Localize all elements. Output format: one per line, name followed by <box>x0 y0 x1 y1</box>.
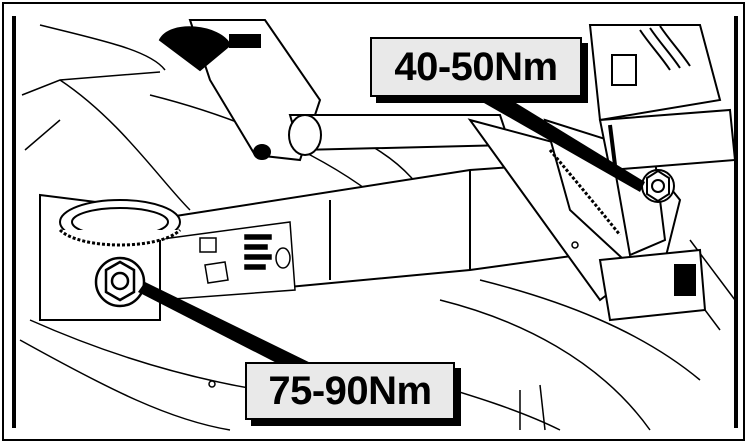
small-ring-left <box>208 380 216 388</box>
lower-leader-line <box>138 282 325 375</box>
upper-leader-line <box>470 92 645 192</box>
small-ring-right <box>571 241 579 249</box>
rating-plate <box>154 221 296 301</box>
lower-bolt <box>94 256 146 308</box>
torque-callout-lower: 75-90Nm <box>245 362 455 420</box>
spring-assembly <box>588 24 737 172</box>
left-bracket <box>39 193 182 321</box>
hitch-block <box>598 248 707 322</box>
torque-callout-upper: 40-50Nm <box>370 37 582 97</box>
upper-arm <box>158 19 512 162</box>
